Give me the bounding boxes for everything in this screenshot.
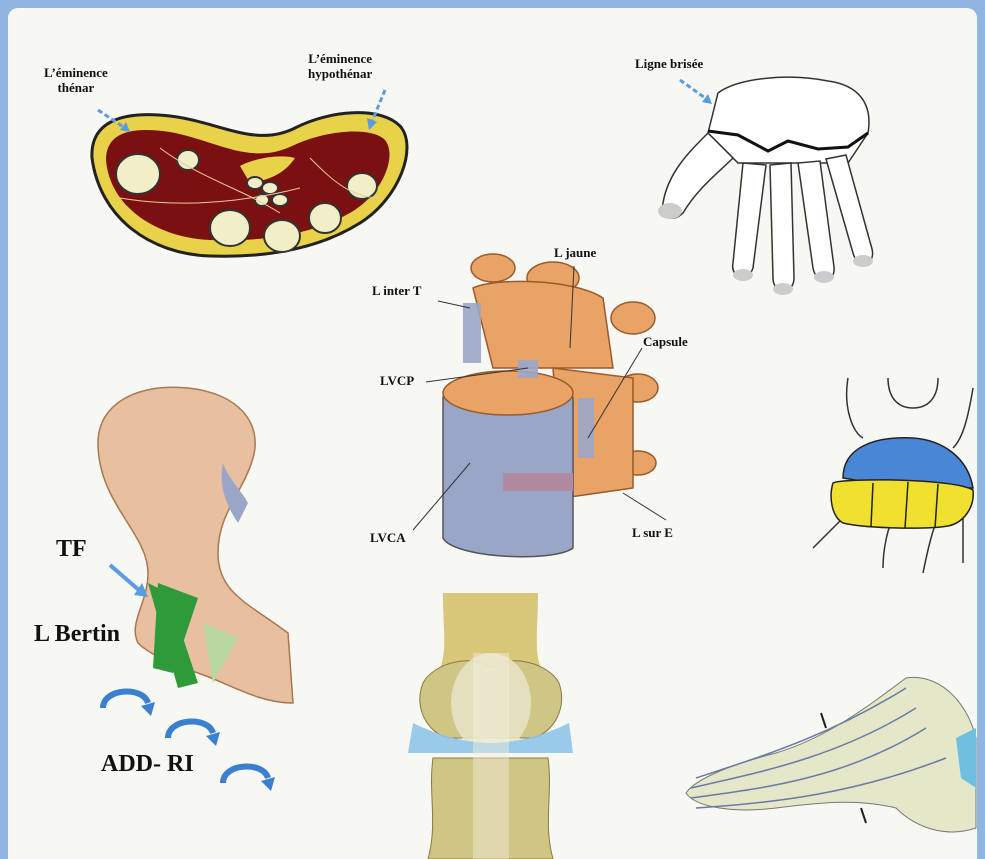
rotation-arrows-icon (93, 678, 293, 818)
anatomy-plate: L’éminence thénar L’éminence hypothénar … (8, 8, 977, 859)
tf-arrow-icon (108, 563, 153, 603)
hip-pelvis-illustration (78, 383, 308, 713)
knee-joint-illustration (403, 593, 578, 859)
l-bertin-label: L Bertin (34, 621, 120, 649)
tf-label: TF (56, 536, 87, 564)
foot-skeleton-illustration (676, 668, 977, 838)
carpal-bones-illustration (803, 378, 977, 573)
